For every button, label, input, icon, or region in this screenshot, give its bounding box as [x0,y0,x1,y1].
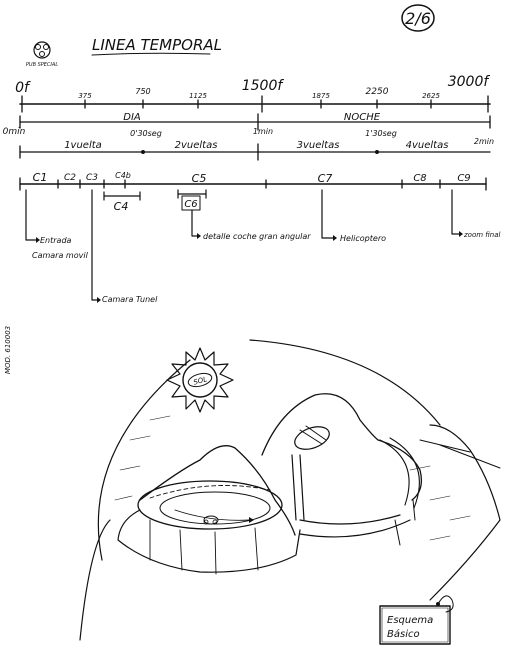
cam-c5-label: C5 [192,172,207,185]
side-code: MOD. 610003 [4,326,12,374]
lap-4-label: 4vueltas [406,140,449,151]
note-camara-movil-line: Camara movil [32,251,89,260]
frame-label-0: 0f [15,80,31,96]
callouts: Entrada Camara movil Camara Tunel detall… [25,189,501,304]
lap-1-label: 1vuelta [64,140,102,151]
lap-2-label: 2vueltas [175,140,218,151]
frame-label-2625: 2625 [422,92,440,100]
note-helicoptero: Helicoptero [340,234,386,243]
stamp-line-1: Esquema [387,615,433,626]
start-time-label: 0min [3,127,26,137]
sun-label: SOL [193,375,209,386]
cam-c8-label: C8 [413,173,426,184]
sun-drawing: SOL [166,347,234,413]
note-zoom-final: zoom final [463,231,501,239]
mid-time-label: 1min [253,127,273,136]
night-half-label: 1'30seg [365,129,397,138]
cam-c1-label: C1 [33,171,48,184]
logo: PUB SPECIAL [26,41,58,68]
frame-label-750: 750 [135,87,150,96]
end-time-label: 2min [474,137,494,146]
stamp-esquema-basico: Esquema Básico [379,595,454,645]
note-entrada: Entrada [40,236,72,245]
day-half-label: 0'30seg [130,129,162,138]
logo-text: PUB SPECIAL [26,62,58,68]
cam-c4-label: C4 [114,200,129,213]
cam-c4b-label: C4b [115,171,131,180]
stamp-line-2: Básico [387,628,420,640]
page-number-badge: 2/6 [401,4,435,32]
day-label: DIA [123,112,141,123]
note-camara-tunel: Camara Tunel [102,295,158,304]
page-number: 2/6 [405,9,431,28]
page-title: LINEA TEMPORAL [92,36,222,54]
landscape-drawing [79,339,501,641]
cam-c7-label: C7 [318,172,333,185]
night-label: NOCHE [344,112,381,123]
day-night-timeline: DIA NOCHE 0min 0'30seg 1min 1'30seg 2min [3,112,494,146]
note-camara-movil: Camara movil [32,251,89,260]
frame-label-2250: 2250 [366,87,389,97]
frame-label-1875: 1875 [312,92,330,100]
frames-timeline: 0f 375 750 1125 1500f 1875 2250 2625 300… [15,74,491,113]
cam-c6-label: C6 [184,199,197,210]
cam-c2-label: C2 [64,173,76,183]
frame-label-3000: 3000f [448,74,491,90]
frame-label-1125: 1125 [189,92,207,100]
frame-label-375: 375 [78,92,92,100]
cam-c3-label: C3 [86,173,98,183]
lap-3-label: 3vueltas [297,140,340,151]
note-detalle: detalle coche gran angular [203,232,311,241]
cam-c9-label: C9 [457,173,470,184]
frame-label-1500: 1500f [242,78,285,94]
laps-timeline: 1vuelta 2vueltas 3vueltas 4vueltas [19,140,491,161]
camera-timeline: C1 C2 C3 C4b C5 C7 C8 C9 C4 C6 [19,171,487,213]
